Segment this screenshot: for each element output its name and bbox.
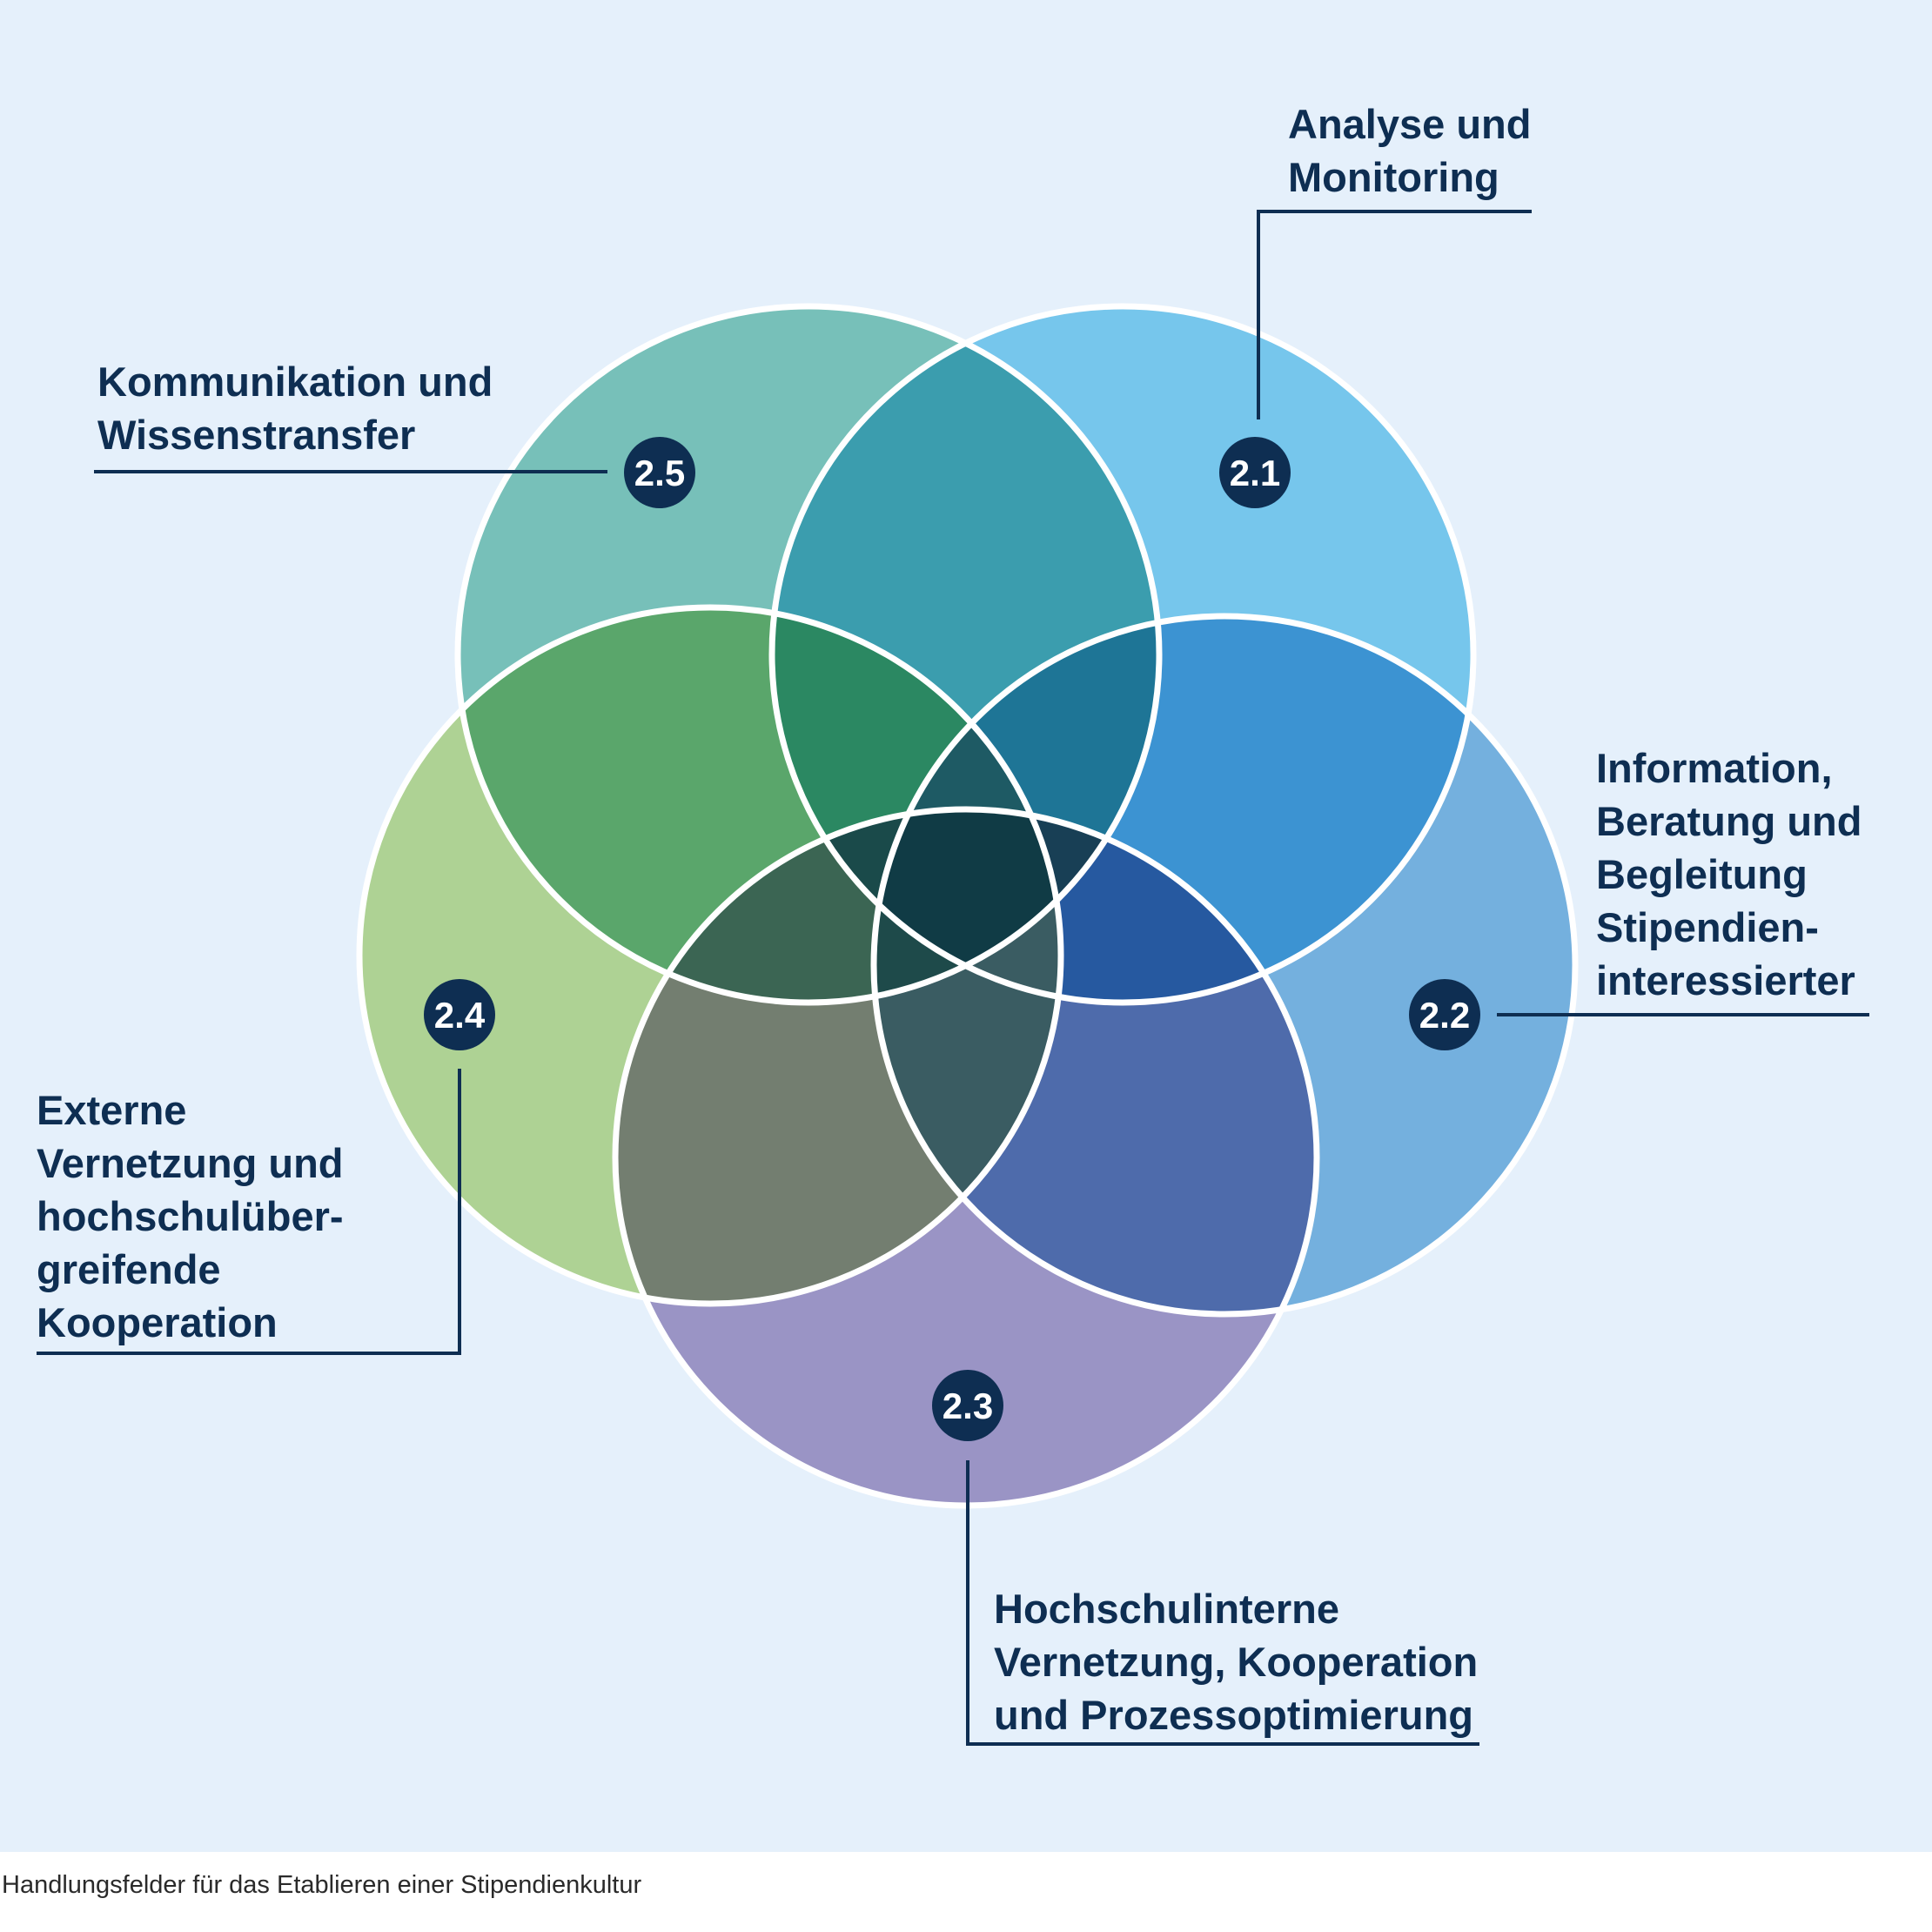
badge-2-3: 2.3 <box>932 1370 1003 1441</box>
label-kommunikation-wissenstransfer: Kommunikation und Wissenstransfer <box>97 359 493 458</box>
label-hochschulinterne-vernetzung: Hochschulinterne Vernetzung, Kooperation… <box>994 1586 1479 1738</box>
badges: 2.1 2.2 2.3 2.4 2.5 <box>424 437 1480 1441</box>
venn-diagram: 2.1 2.2 2.3 2.4 2.5 <box>37 210 1869 1746</box>
leader-line-2-4 <box>37 1069 461 1355</box>
badge-label-2-3: 2.3 <box>943 1385 993 1426</box>
circle-outlines <box>356 303 1579 1509</box>
badge-label-2-2: 2.2 <box>1419 995 1470 1036</box>
badge-label-2-1: 2.1 <box>1230 453 1280 493</box>
overlap-2-1-2-5-2-2 <box>874 616 1159 1003</box>
label-information-beratung: Information, Beratung und Begleitung Sti… <box>1596 745 1862 1003</box>
leader-line-2-3 <box>966 1460 1479 1746</box>
badge-2-1: 2.1 <box>1219 437 1291 508</box>
badge-label-2-5: 2.5 <box>634 453 685 493</box>
overlap-center <box>874 809 1061 1003</box>
label-analyse-monitoring: Analyse und Monitoring <box>1288 101 1532 200</box>
label-externe-vernetzung: Externe Vernetzung und hochschulüber- gr… <box>37 1087 344 1345</box>
overlap-2-1-2-2-2-3 <box>874 809 1317 1003</box>
figure-caption: Handlungsfelder für das Etablieren einer… <box>2 1871 642 1899</box>
overlap-2-1-2-5-2-4 <box>772 607 1061 1003</box>
leader-lines <box>37 210 1869 1746</box>
leader-line-2-1 <box>1257 210 1532 419</box>
badge-2-2: 2.2 <box>1409 979 1480 1050</box>
badge-2-5: 2.5 <box>624 437 695 508</box>
badge-label-2-4: 2.4 <box>434 995 486 1036</box>
badge-2-4: 2.4 <box>424 979 495 1050</box>
